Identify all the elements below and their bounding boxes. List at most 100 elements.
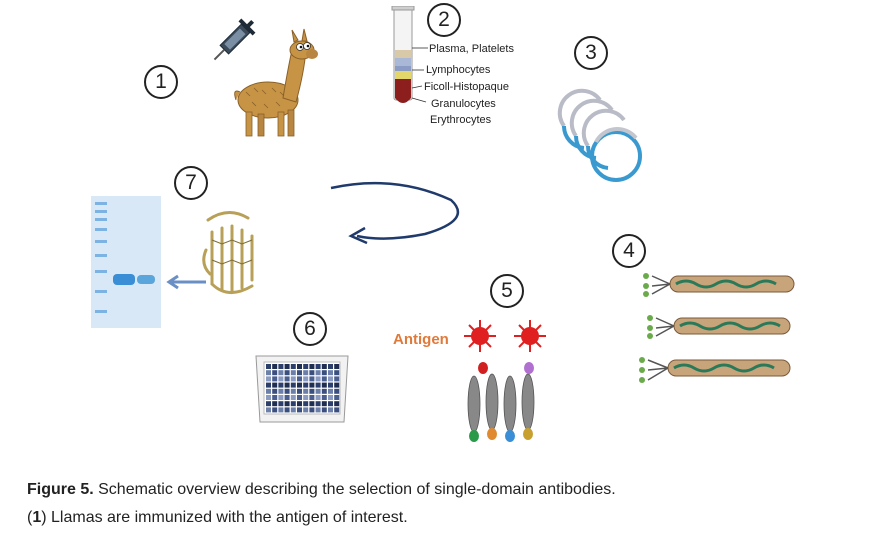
plate-well	[284, 401, 290, 407]
plate-well	[284, 382, 290, 388]
plate-well	[278, 364, 284, 369]
antigen-binding-illustration	[464, 320, 546, 442]
plasmid-library-illustration	[557, 88, 642, 182]
plate-well	[266, 382, 271, 388]
plate-well	[272, 407, 278, 413]
plate-well	[290, 401, 296, 407]
plate-well	[297, 407, 302, 413]
cycle-arrow	[330, 181, 460, 245]
caption-paren-open: (	[27, 509, 33, 526]
plate-well	[315, 370, 321, 376]
plate-well	[315, 364, 321, 369]
plate-well	[303, 401, 309, 407]
protein-structure-illustration	[202, 211, 254, 294]
plate-well	[315, 401, 321, 407]
plate-well	[321, 388, 327, 394]
tube-label-lymphocytes: Lymphocytes	[426, 64, 491, 76]
plate-well	[328, 407, 333, 413]
plate-well	[328, 388, 333, 394]
plate-well	[290, 364, 296, 369]
plate-well	[328, 364, 333, 369]
plate-well	[278, 401, 284, 407]
plate-well	[328, 401, 333, 407]
plate-well	[334, 382, 340, 388]
plate-well	[334, 407, 340, 413]
plate-well	[297, 364, 302, 369]
plate-well	[272, 401, 278, 407]
plate-well	[290, 395, 296, 400]
plate-well	[278, 388, 284, 394]
plate-well	[272, 388, 278, 394]
plate-well	[303, 407, 309, 413]
plate-well	[334, 388, 340, 394]
plate-well	[278, 376, 284, 382]
tube-label-leaders	[411, 47, 428, 103]
microtiter-plate-illustration	[255, 355, 349, 423]
plate-well	[321, 407, 327, 413]
plate-well	[303, 395, 309, 400]
plate-well	[321, 364, 327, 369]
plate-well	[303, 376, 309, 382]
plate-well	[334, 364, 340, 369]
blood-tube-illustration	[391, 6, 415, 103]
plate-well	[272, 382, 278, 388]
plate-well	[266, 407, 271, 413]
plate-well	[272, 370, 278, 376]
plate-well	[309, 382, 315, 388]
plate-well	[284, 388, 290, 394]
plate-well	[272, 395, 278, 400]
plate-well	[321, 382, 327, 388]
plate-well	[278, 370, 284, 376]
plate-well	[297, 376, 302, 382]
antigen-label: Antigen	[393, 331, 449, 348]
plate-well	[315, 388, 321, 394]
tube-label-plasma: Plasma, Platelets	[429, 43, 514, 55]
plate-well	[266, 376, 271, 382]
tube-label-erythrocytes: Erythrocytes	[430, 114, 492, 126]
plate-well	[309, 370, 315, 376]
plate-well	[297, 401, 302, 407]
plate-well	[266, 370, 271, 376]
plate-well	[321, 370, 327, 376]
plate-well	[284, 364, 290, 369]
plate-well	[297, 370, 302, 376]
caption-step-text: ) Llamas are immunized with the antigen …	[41, 509, 408, 526]
plate-well	[334, 376, 340, 382]
plate-well	[266, 395, 271, 400]
plate-well	[266, 401, 271, 407]
plate-well	[290, 388, 296, 394]
plate-well	[309, 401, 315, 407]
plate-well	[309, 407, 315, 413]
plate-well	[309, 388, 315, 394]
plate-well	[321, 395, 327, 400]
phage-display-illustration	[639, 273, 795, 383]
plate-well	[272, 364, 278, 369]
plate-well	[290, 376, 296, 382]
plate-well	[266, 388, 271, 394]
plate-well	[303, 382, 309, 388]
tube-label-granulocytes: Granulocytes	[431, 98, 496, 110]
plate-well	[278, 407, 284, 413]
plate-well	[315, 376, 321, 382]
plate-well	[334, 370, 340, 376]
figure-caption-line2: (1) Llamas are immunized with the antige…	[27, 509, 408, 527]
plate-well	[309, 395, 315, 400]
plate-well	[266, 364, 271, 369]
plate-well	[309, 364, 315, 369]
sds-page-gel	[91, 196, 161, 328]
plate-well	[303, 370, 309, 376]
step-5-number: 5	[490, 274, 524, 308]
plate-well	[303, 364, 309, 369]
plate-well	[315, 382, 321, 388]
plate-well	[272, 376, 278, 382]
plate-well	[315, 395, 321, 400]
plate-well	[328, 376, 333, 382]
caption-step-number: 1	[32, 509, 42, 526]
plate-well	[315, 407, 321, 413]
step-7-number: 7	[174, 166, 208, 200]
plate-well	[284, 370, 290, 376]
llama-illustration	[234, 28, 318, 137]
plate-well	[284, 395, 290, 400]
step-2-number: 2	[427, 3, 461, 37]
figure-caption-line1: Figure 5. Schematic overview describing …	[27, 481, 616, 499]
